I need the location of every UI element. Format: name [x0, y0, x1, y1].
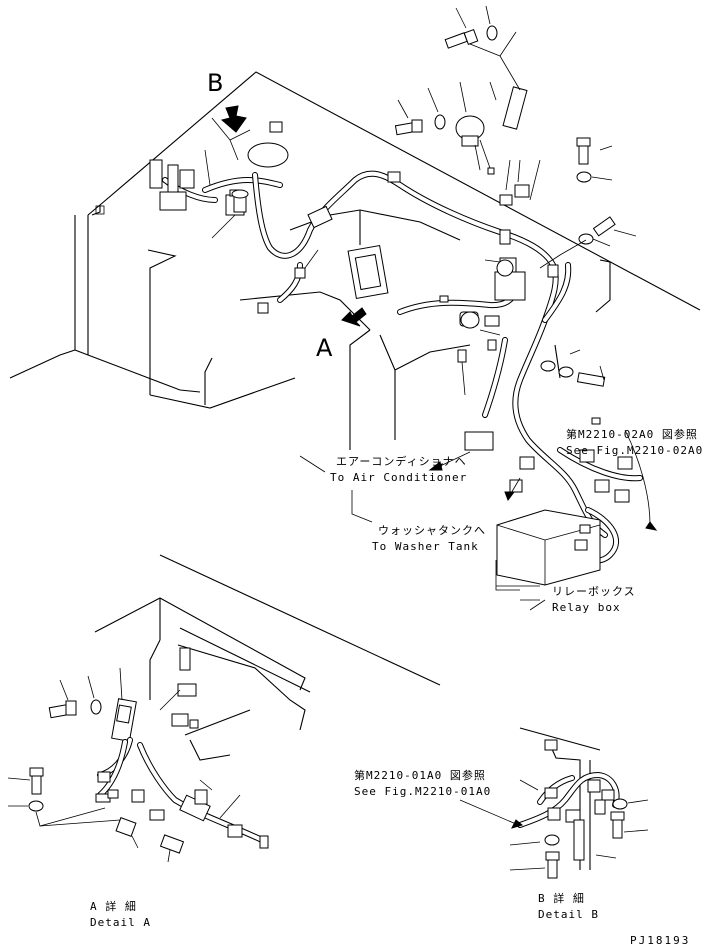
detail-b-label-jp: B 詳 細	[538, 892, 585, 905]
fig-02a0-ref-jp: 第M2210-02A0 図参照	[566, 428, 698, 441]
cab-structure	[9, 71, 701, 450]
drawing-number: PJ18193	[630, 934, 691, 947]
relay-box	[496, 509, 601, 586]
relay-box-label-jp: リレーボックス	[552, 585, 636, 598]
fig-01a0-ref-en: See Fig.M2210-01A0	[354, 785, 492, 798]
harness-components	[149, 86, 633, 503]
view-b-arrow	[220, 105, 247, 133]
detail-b-label-en: Detail B	[538, 908, 599, 921]
view-a-arrow	[341, 307, 367, 327]
detail-a-label-en: Detail A	[90, 916, 151, 929]
washer-tank-label-jp: ウォッシャタンクへ	[378, 524, 486, 537]
label-leaders	[299, 455, 546, 611]
relay-box-label-en: Relay box	[552, 601, 621, 614]
detail-a	[7, 554, 441, 863]
detail-a-label-jp: A 詳 細	[90, 900, 137, 913]
main-harness	[162, 170, 643, 564]
fasteners-main	[231, 25, 616, 387]
washer-tank-label-en: To Washer Tank	[372, 540, 479, 553]
fig-01a0-arrow	[511, 819, 524, 829]
view-a-label: A	[316, 334, 333, 362]
fig-02a0-arrow	[645, 521, 658, 531]
air-conditioner-label-jp: エアーコンディショナヘ	[336, 455, 467, 468]
view-b-label: B	[207, 69, 224, 97]
air-conditioner-label-en: To Air Conditioner	[330, 471, 468, 484]
detail-b	[459, 727, 649, 879]
view-arrows	[220, 105, 658, 531]
fig-02a0-ref-en: See Fig.M2210-02A0	[566, 444, 704, 457]
leader-lines-main	[204, 5, 637, 381]
fig-01a0-ref-jp: 第M2210-01A0 図参照	[354, 769, 486, 782]
